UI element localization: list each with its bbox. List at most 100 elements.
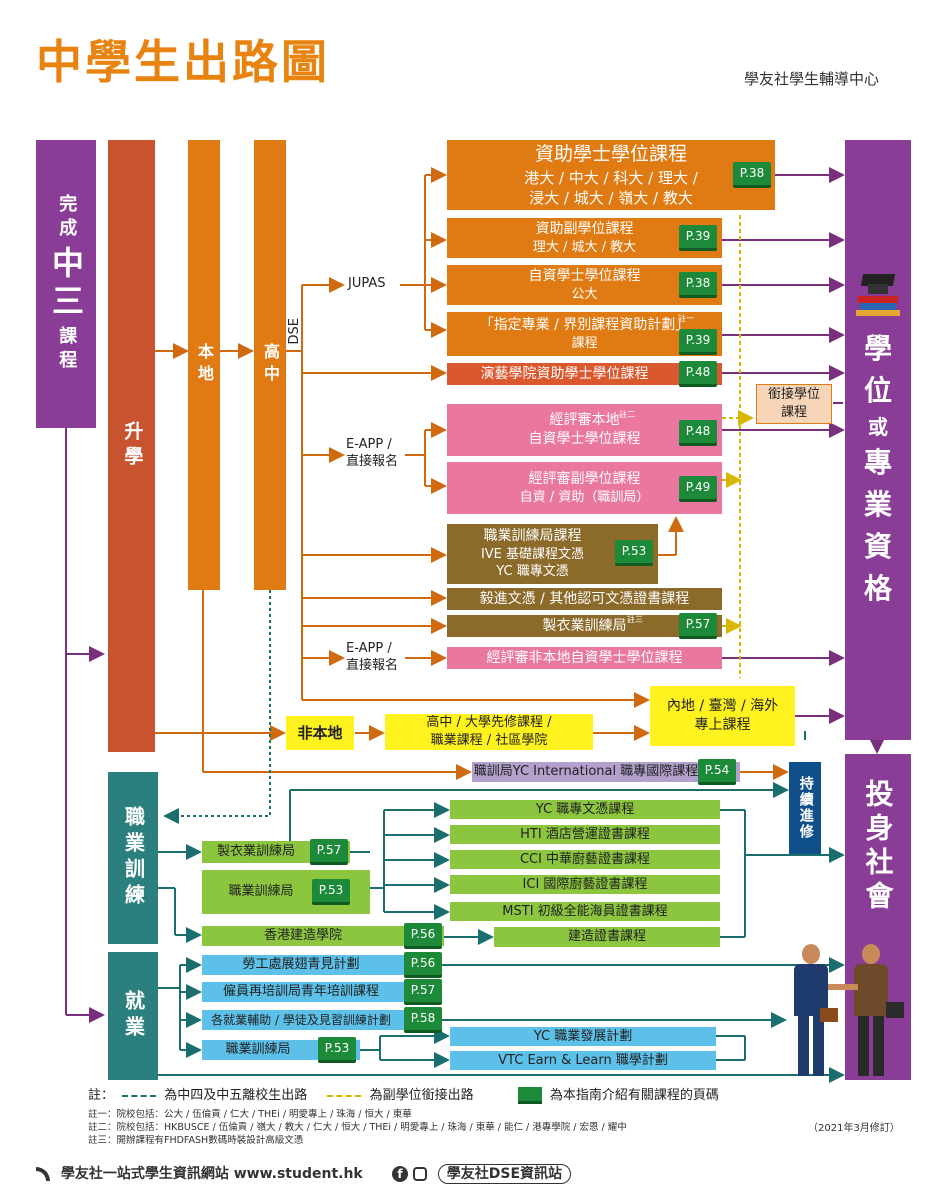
note-1: 註一：院校包括：公大 / 伍倫貢 / 仁大 / THEi / 明愛專上 / 珠海…	[88, 1109, 412, 1120]
construction-institute-box: 香港建造學院 P.56	[202, 923, 444, 949]
organization-name: 學友社學生輔導中心	[744, 70, 880, 88]
legend-book: 為本指南介紹有關課程的頁碼	[549, 1088, 719, 1103]
cci-title: CCI 中華廚藝證書課程	[519, 851, 651, 867]
clothing-training-box: 製衣業訓練局 P.57	[202, 839, 350, 865]
footer-site[interactable]: 學友社一站式學生資訊網站 www.student.hk	[36, 1163, 363, 1183]
legend-yellow-dotted-icon	[327, 1094, 362, 1097]
overseas-line1: 內地 / 臺灣 / 海外	[666, 698, 779, 715]
vocational-training-bar: 職業訓練	[108, 772, 158, 944]
page-ref-badge: P.48	[679, 361, 717, 387]
self-degree-title: 自資學士學位課程	[528, 267, 641, 284]
handshake-illustration	[790, 940, 920, 1080]
facebook-icon: f	[392, 1166, 408, 1182]
vtc-title: 職業訓練局課程	[483, 528, 582, 544]
articulation-degree-box: 銜接學位 課程	[756, 384, 832, 424]
funded-assoc-box: 資助副學位課程 理大 / 城大 / 教大 P.39	[447, 218, 722, 258]
rss-icon	[36, 1167, 50, 1181]
yc-international-box: 職訓局YC International 職專國際課程 P.54	[472, 759, 740, 785]
hkapa-title: 演藝學院資助學士學位課程	[480, 365, 649, 382]
completed-s3-line1: 完成	[56, 194, 78, 242]
page-ref-badge: P.38	[733, 162, 771, 188]
funded-degree-box: 資助學士學位課程 港大 / 中大 / 科大 / 理大 / 浸大 / 城大 / 嶺…	[447, 140, 775, 210]
degree-char-4: 專	[863, 446, 892, 479]
secondary-abroad-box: 高中 / 大學先修課程 / 職業課程 / 社區學院	[385, 714, 593, 750]
labour-dept-title: 勞工處展翅青見計劃	[242, 957, 360, 973]
overseas-programme-box: 內地 / 臺灣 / 海外 專上課程	[650, 686, 795, 746]
designated-subtitle: 課程	[571, 335, 598, 351]
accredited-local-note: 註二	[619, 410, 635, 419]
footer-social[interactable]: f 學友社DSE資訊站	[392, 1163, 572, 1184]
degree-bar-graphic	[854, 270, 902, 316]
jupas-label: JUPAS	[348, 276, 386, 291]
page-ref-badge: P.57	[679, 613, 717, 639]
legend-blue-dotted-icon	[122, 1094, 157, 1097]
articulation-line1: 銜接學位	[767, 387, 820, 403]
completed-s3-bar: 完成 中三 課程	[36, 140, 96, 428]
degree-qualification-bar: 學 位 或 專 業 資 格	[845, 140, 911, 740]
revised-date: （2021年3月修訂）	[808, 1123, 900, 1134]
vtc-course-box: 職業訓練局課程 IVE 基礎課程文憑 YC 職專文憑 P.53	[447, 524, 658, 584]
vocational-training-label: 職業訓練	[121, 806, 146, 910]
yc-career-box: YC 職業發展計劃	[450, 1027, 716, 1046]
continuing-education-box: 持續進修	[789, 762, 821, 854]
accredited-assoc-sub: 自資 / 資助（職訓局）	[519, 489, 650, 505]
accredited-assoc-title: 經評審副學位課程	[528, 470, 641, 487]
further-study-label: 升學	[121, 421, 144, 471]
erb-title: 僱員再培訓局青年培訓課程	[222, 984, 379, 1000]
page-title: 中學生出路圖	[36, 35, 330, 89]
funded-degree-unis-1: 港大 / 中大 / 科大 / 理大 /	[524, 168, 698, 187]
page-ref-badge: P.54	[698, 759, 736, 785]
hkapa-box: 演藝學院資助學士學位課程 P.48	[447, 361, 722, 387]
legend: 註： 為中四及中五離校生出路 為副學位銜接出路 為本指南介紹有關課程的頁碼	[88, 1084, 719, 1104]
page-ref-badge: P.49	[679, 476, 717, 502]
degree-char-3: 或	[868, 415, 888, 439]
construction-institute-title: 香港建造學院	[263, 928, 342, 944]
book-icon	[517, 1087, 542, 1104]
designated-programme-box: 「指定專業 / 界別課程資助計劃」 課程 註一 P.39	[447, 312, 722, 356]
funded-degree-unis-2: 浸大 / 城大 / 嶺大 / 教大	[529, 188, 693, 207]
vtc-employment-box: 職業訓練局 P.53	[202, 1037, 360, 1063]
further-study-bar: 升學	[108, 140, 155, 752]
yijin-box: 毅進文憑 / 其他認可文憑證書課程	[447, 588, 722, 610]
degree-char-5: 業	[863, 488, 892, 521]
page-ref-badge: P.39	[679, 225, 717, 251]
degree-char-6: 資	[863, 530, 892, 563]
hti-title: HTI 酒店營運證書課程	[520, 826, 650, 842]
vtc-ive: IVE 基礎課程文憑	[480, 546, 585, 562]
page-ref-badge: P.53	[615, 540, 653, 566]
enter-society-label: 投身社會	[861, 779, 895, 915]
designated-note: 註一	[678, 314, 694, 323]
self-degree-unis: 公大	[571, 286, 598, 302]
clothing-institute-box: 製衣業訓練局 註三 P.57	[447, 613, 722, 639]
accredited-local-title-2: 自資學士學位課程	[528, 431, 641, 447]
page-ref-badge: P.58	[404, 1007, 442, 1033]
vtc-training-box: 職業訓練局 P.53	[202, 870, 370, 914]
self-financed-degree-box: 自資學士學位課程 公大 P.38	[447, 265, 722, 305]
accredited-assoc-box: 經評審副學位課程 自資 / 資助（職訓局） P.49	[447, 462, 722, 514]
page-ref-badge: P.48	[679, 420, 717, 446]
yijin-title: 毅進文憑 / 其他認可文憑證書課程	[479, 590, 690, 607]
degree-char-2: 位	[863, 374, 892, 407]
page-ref-badge: P.38	[679, 272, 717, 298]
articulation-line2: 課程	[780, 405, 807, 420]
cci-box: CCI 中華廚藝證書課程	[450, 850, 720, 869]
local-bar: 本地	[188, 140, 220, 590]
secondary-abroad-line1: 高中 / 大學先修課程 /	[426, 715, 552, 731]
employment-aid-box: 各就業輔助 / 學徒及見習訓練計劃 P.58	[202, 1007, 442, 1033]
vtc-employment-title: 職業訓練局	[225, 1042, 291, 1058]
page-ref-badge: P.56	[404, 952, 442, 978]
employment-bar: 就業	[108, 952, 158, 1080]
designated-title: 「指定專業 / 界別課程資助計劃」	[479, 316, 690, 333]
ici-box: ICI 國際廚藝證書課程	[450, 875, 720, 894]
note-3: 註三：開辦課程有FHDFASH數碼時裝設計高級文憑	[88, 1135, 304, 1146]
erb-box: 僱員再培訓局青年培訓課程 P.57	[202, 979, 442, 1005]
page-ref-badge: P.39	[679, 329, 717, 355]
clothing-title: 製衣業訓練局	[542, 617, 627, 634]
accredited-local-title-1: 經評審本地	[549, 412, 620, 429]
degree-char-1: 學	[863, 332, 892, 365]
employment-label: 就業	[121, 990, 146, 1042]
non-local-degree-box: 經評審非本地自資學士學位課程	[447, 647, 722, 669]
non-local-label: 非本地	[297, 723, 343, 742]
eapp-label-1: E-APP / 直接報名	[346, 437, 399, 469]
eapp-label-2: E-APP / 直接報名	[346, 641, 399, 673]
